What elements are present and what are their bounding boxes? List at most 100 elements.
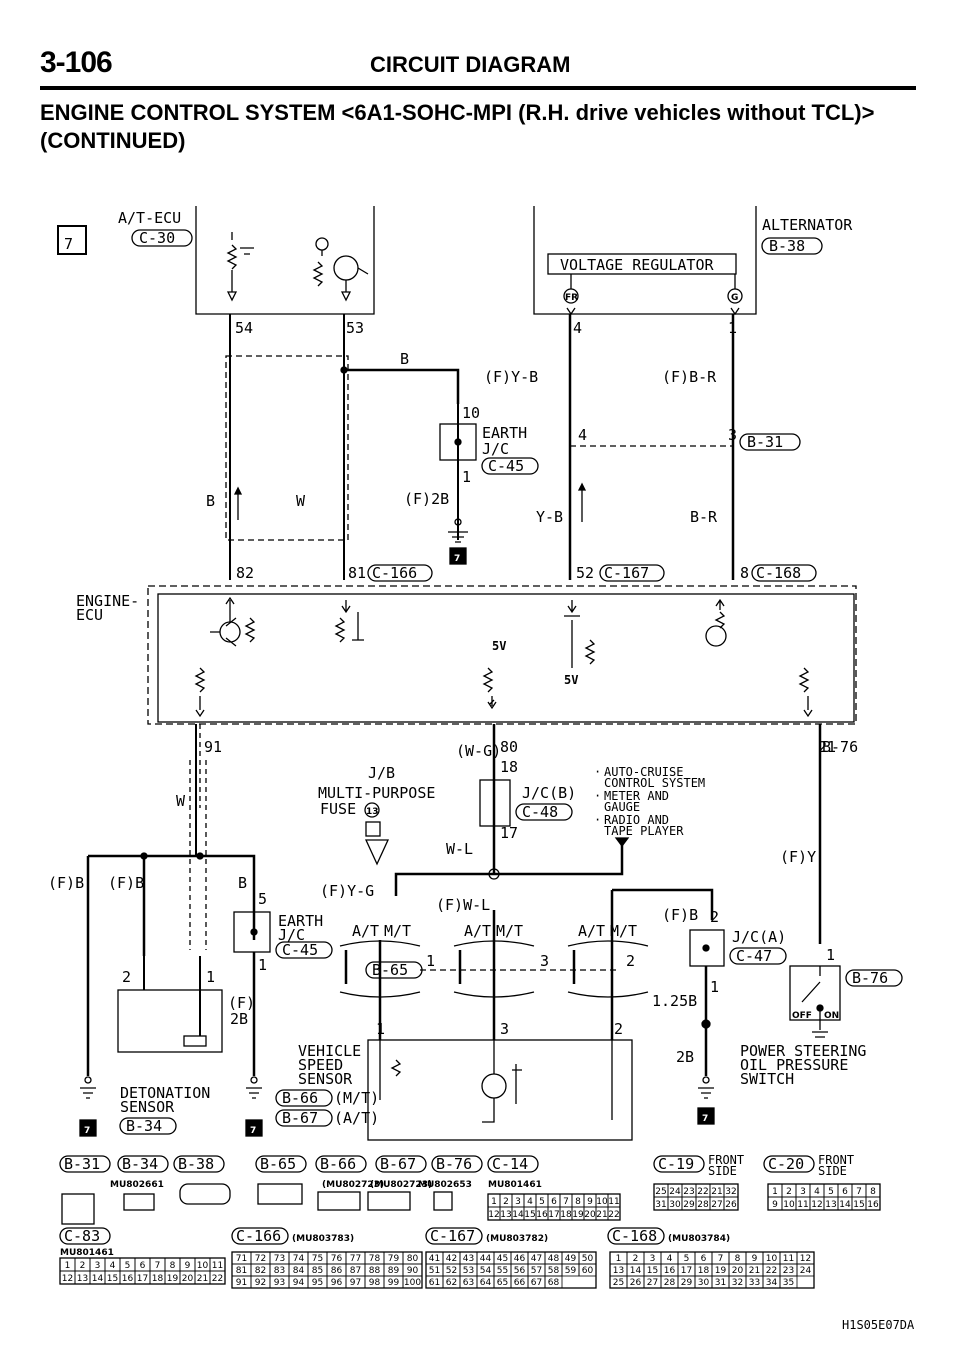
- c167-grid-pin: 63: [463, 1278, 474, 1288]
- svg-text:10: 10: [462, 404, 480, 422]
- c168-grid-pin: 21: [749, 1266, 760, 1276]
- svg-text:M/T: M/T: [496, 922, 523, 940]
- c167-grid-pin: 61: [429, 1278, 440, 1288]
- c167-grid-pin: 53: [463, 1266, 474, 1276]
- c167-grid-pin: 65: [497, 1278, 508, 1288]
- c167-grid-pin: 67: [531, 1278, 542, 1288]
- page-header: 3-106 CIRCUIT DIAGRAM: [40, 46, 920, 86]
- alternator-box: VOLTAGE REGULATOR ALTERNATOR B-38 FR G: [533, 206, 853, 316]
- vss-wiring: (F)Y-G (F)W-L (F)B A/T M/T A/T M/T A/T M…: [320, 882, 714, 1040]
- earth-junction-lower: 5 EARTH J/C C-45 1 (F) 2B: [228, 890, 333, 1076]
- engine-ecu-bottom-pins: 91 80 (W-G) B-76 21: [204, 738, 858, 760]
- c83-grid-pin: 8: [170, 1261, 176, 1271]
- svg-text:C-20: C-20: [768, 1155, 804, 1173]
- svg-text:RADIO AND: RADIO AND: [604, 813, 669, 827]
- page-number: 3-106: [40, 46, 113, 79]
- c83-grid-pin: 6: [140, 1261, 146, 1271]
- c14-grid-pin: 12: [488, 1210, 499, 1220]
- svg-text:1: 1: [426, 952, 435, 970]
- svg-text:ENGINE-: ENGINE-: [76, 592, 139, 610]
- c166-grid-pin: 93: [274, 1278, 285, 1288]
- c19-grid-pin: 31: [655, 1200, 666, 1210]
- svg-text:SENSOR: SENSOR: [298, 1070, 353, 1088]
- c20-grid-pin: 8: [870, 1187, 876, 1197]
- c167-grid-pin: 51: [429, 1266, 440, 1276]
- c167-grid-pin: 59: [565, 1266, 577, 1276]
- svg-text:2B: 2B: [676, 1048, 694, 1066]
- svg-text:·: ·: [594, 765, 601, 779]
- svg-text:SIDE: SIDE: [818, 1164, 847, 1178]
- svg-text:FRONT: FRONT: [818, 1153, 854, 1167]
- svg-text:CONTROL SYSTEM: CONTROL SYSTEM: [604, 776, 705, 790]
- svg-text:B-R: B-R: [690, 508, 718, 526]
- c83-grid-pin: 14: [92, 1274, 104, 1284]
- svg-text:5V: 5V: [564, 673, 578, 687]
- c167-grid-pin: 68: [548, 1278, 560, 1288]
- c20-grid-pin: 2: [786, 1187, 792, 1197]
- c168-grid-pin: 1: [616, 1254, 622, 1264]
- c83-grid-pin: 10: [197, 1261, 209, 1271]
- c14-grid-pin: 18: [560, 1210, 572, 1220]
- c166-grid-pin: 71: [236, 1254, 247, 1264]
- svg-text:J/B: J/B: [368, 764, 395, 782]
- svg-text:C-48: C-48: [522, 803, 558, 821]
- c167-grid-pin: 52: [446, 1266, 457, 1276]
- svg-text:MULTI-PURPOSE: MULTI-PURPOSE: [318, 784, 435, 802]
- c168-grid-pin: 13: [613, 1266, 624, 1276]
- svg-text:B-34: B-34: [122, 1155, 158, 1173]
- c20-grid-cell: [865, 1196, 881, 1211]
- c167-grid-pin: 66: [514, 1278, 526, 1288]
- c14-grid-pin: 2: [503, 1197, 509, 1207]
- c168-grid-pin: 14: [630, 1266, 642, 1276]
- c14-grid-pin: 11: [608, 1197, 619, 1207]
- svg-text:B-38: B-38: [178, 1155, 214, 1173]
- c167-grid-pin: 42: [446, 1254, 457, 1264]
- wires-upper: B B W (F)Y-B (F)B-R 4 3 B-31 Y-B B-R: [206, 314, 801, 580]
- c14-grid-pin: 22: [608, 1210, 619, 1220]
- svg-text:EARTH: EARTH: [278, 912, 323, 930]
- c83-grid-pin: 20: [182, 1274, 194, 1284]
- c166-grid-pin: 90: [407, 1266, 419, 1276]
- svg-text:C-166: C-166: [236, 1227, 281, 1245]
- svg-text:M/T: M/T: [610, 922, 637, 940]
- c19-grid-pin: 27: [711, 1200, 722, 1210]
- c20-grid-pin: 14: [839, 1200, 851, 1210]
- c83-grid-pin: 9: [185, 1261, 191, 1271]
- svg-text:MU801461: MU801461: [60, 1248, 114, 1258]
- svg-text:J/C: J/C: [482, 440, 509, 458]
- c166-grid-cell: [402, 1275, 423, 1289]
- c167-grid-pin: 44: [480, 1254, 492, 1264]
- c19-grid-cell: [723, 1196, 739, 1211]
- c19-grid-pin: 22: [697, 1187, 708, 1197]
- svg-text:4: 4: [573, 319, 582, 337]
- c168-grid-cell: [779, 1275, 798, 1289]
- svg-text:C-19: C-19: [658, 1155, 694, 1173]
- c168-grid-pin: 10: [766, 1254, 778, 1264]
- c166-grid-pin: 78: [369, 1254, 381, 1264]
- c19-grid-pin: 25: [655, 1187, 666, 1197]
- c168-grid-pin: 20: [732, 1266, 744, 1276]
- c83-grid-cell: [209, 1270, 226, 1285]
- c168-grid-pin: 11: [783, 1254, 794, 1264]
- c20-grid-pin: 6: [842, 1187, 848, 1197]
- svg-text:54: 54: [235, 319, 253, 337]
- svg-text:J/C: J/C: [278, 926, 305, 944]
- c14-grid-pin: 14: [512, 1210, 524, 1220]
- c168-grid-pin: 7: [718, 1254, 724, 1264]
- svg-text:C-168: C-168: [612, 1227, 657, 1245]
- svg-text:SENSOR: SENSOR: [120, 1098, 175, 1116]
- c166-grid-pin: 77: [350, 1254, 361, 1264]
- svg-text:B-65: B-65: [260, 1155, 296, 1173]
- svg-text:C-47: C-47: [736, 947, 772, 965]
- svg-text:7: 7: [702, 1114, 708, 1124]
- c83-grid-pin: 12: [62, 1274, 73, 1284]
- c166-grid-pin: 100: [404, 1278, 421, 1288]
- svg-text:A/T: A/T: [464, 922, 491, 940]
- svg-text:ON: ON: [824, 1011, 839, 1021]
- svg-text:81: 81: [348, 564, 366, 582]
- svg-text:8: 8: [740, 564, 749, 582]
- svg-text:ECU: ECU: [76, 606, 103, 624]
- c20-grid-pin: 15: [853, 1200, 864, 1210]
- top-pin-labels: 54 53 4 1: [235, 319, 737, 337]
